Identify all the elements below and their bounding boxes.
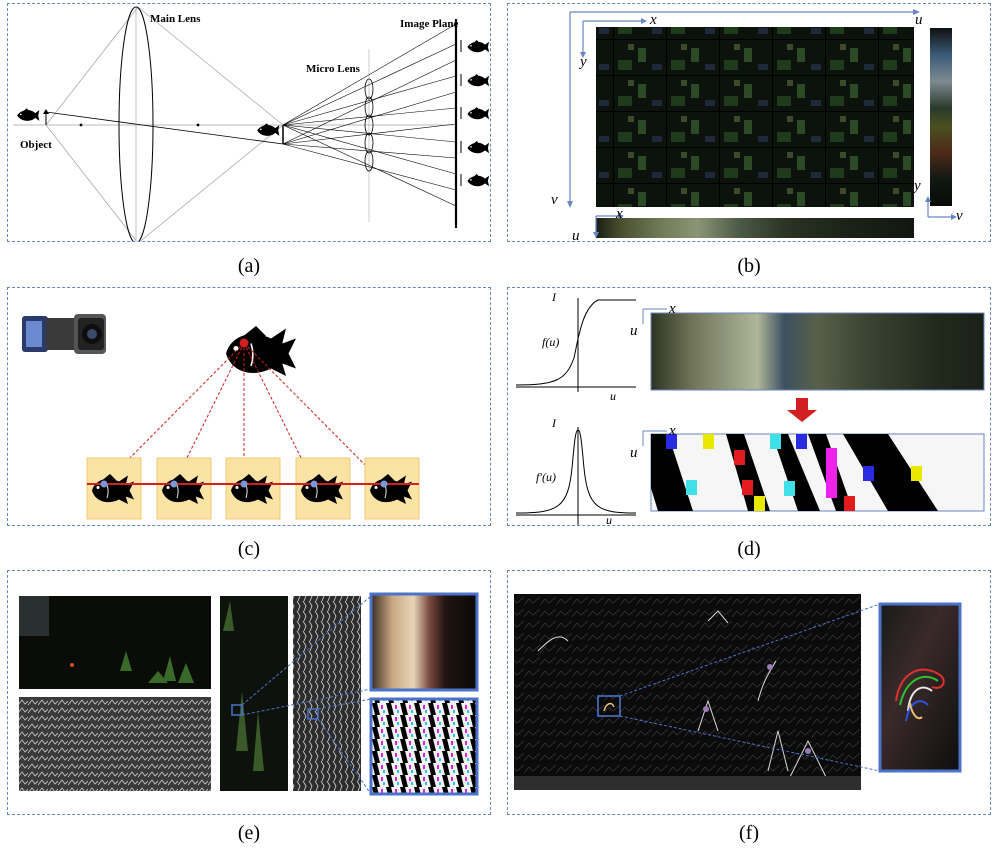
optics-diagram: Main Lens Micro Lens Image Plane Object bbox=[13, 6, 490, 241]
edge-result-figure bbox=[514, 594, 962, 790]
plot2-x-label: u bbox=[606, 513, 612, 526]
epi-strip-gradient bbox=[650, 433, 985, 512]
subaperture-grid-image bbox=[596, 27, 914, 207]
axis-y-label: y bbox=[578, 54, 587, 70]
epi-strip-top bbox=[650, 312, 985, 391]
edge-scene-image bbox=[514, 594, 861, 790]
zoom-inset-edge bbox=[369, 697, 479, 796]
fish-icon bbox=[17, 108, 40, 121]
panel-f bbox=[507, 570, 991, 815]
side-y-label: y bbox=[912, 178, 921, 194]
plot1-x-label: u bbox=[610, 389, 616, 403]
caption-e: (e) bbox=[237, 822, 261, 844]
image-plane-label: Image Plane bbox=[400, 18, 458, 30]
plot2-y-label: I bbox=[551, 416, 557, 430]
caption-b: (b) bbox=[737, 255, 761, 277]
axis-v-label: v bbox=[551, 192, 558, 208]
camera-icon bbox=[22, 314, 106, 354]
vertical-epi-strip bbox=[930, 28, 952, 206]
axis-x-label: x bbox=[649, 12, 657, 28]
image-plane-fishes bbox=[467, 40, 490, 187]
micro-lens-label: Micro Lens bbox=[306, 63, 361, 75]
plot1-f-label: f(u) bbox=[542, 335, 559, 349]
zoom-marker-2 bbox=[307, 708, 319, 720]
derivative-curve bbox=[515, 429, 637, 514]
bottom-x-label: x bbox=[615, 206, 623, 222]
caption-a: (a) bbox=[237, 255, 261, 277]
red-down-arrow-icon bbox=[787, 398, 817, 422]
multiview-diagram bbox=[22, 314, 420, 520]
caption-d: (d) bbox=[737, 538, 761, 560]
main-lens-label: Main Lens bbox=[150, 13, 201, 25]
bottom-u-label: u bbox=[572, 228, 580, 242]
gradient-epi-diagram: I f(u) u I f′(u) u x u bbox=[515, 290, 985, 526]
lightfield-grid-diagram: x u y v y v u x bbox=[551, 9, 963, 242]
object-label: Object bbox=[20, 139, 52, 151]
caption-c: (c) bbox=[237, 538, 261, 560]
scene-image bbox=[19, 596, 211, 689]
strip2-u-label: u bbox=[630, 445, 638, 461]
sigmoid-curve bbox=[515, 299, 636, 386]
panel-e bbox=[7, 570, 491, 815]
edge-extraction-figure bbox=[19, 592, 479, 796]
side-v-label: v bbox=[956, 208, 963, 224]
horizontal-epi-strip bbox=[596, 218, 914, 238]
strip1-x-label: x bbox=[668, 301, 676, 317]
plot2-f-label: f′(u) bbox=[536, 470, 556, 484]
panel-d: I f(u) u I f′(u) u x u bbox=[507, 287, 991, 526]
axis-u-label: u bbox=[915, 12, 923, 28]
zoom-inset-epi bbox=[369, 592, 479, 692]
strip2-x-label: x bbox=[668, 423, 676, 439]
strip1-u-label: u bbox=[630, 323, 638, 339]
panel-b: x u y v y v u x bbox=[507, 3, 991, 242]
panel-c bbox=[7, 287, 491, 526]
epi-edge-image bbox=[293, 596, 361, 791]
plot1-y-label: I bbox=[551, 290, 557, 304]
zoom-marker-1 bbox=[231, 704, 243, 716]
caption-f: (f) bbox=[739, 822, 759, 844]
panel-a: Main Lens Micro Lens Image Plane Object bbox=[7, 3, 491, 242]
edge-map-image bbox=[19, 697, 211, 791]
fish-marker bbox=[597, 695, 621, 717]
